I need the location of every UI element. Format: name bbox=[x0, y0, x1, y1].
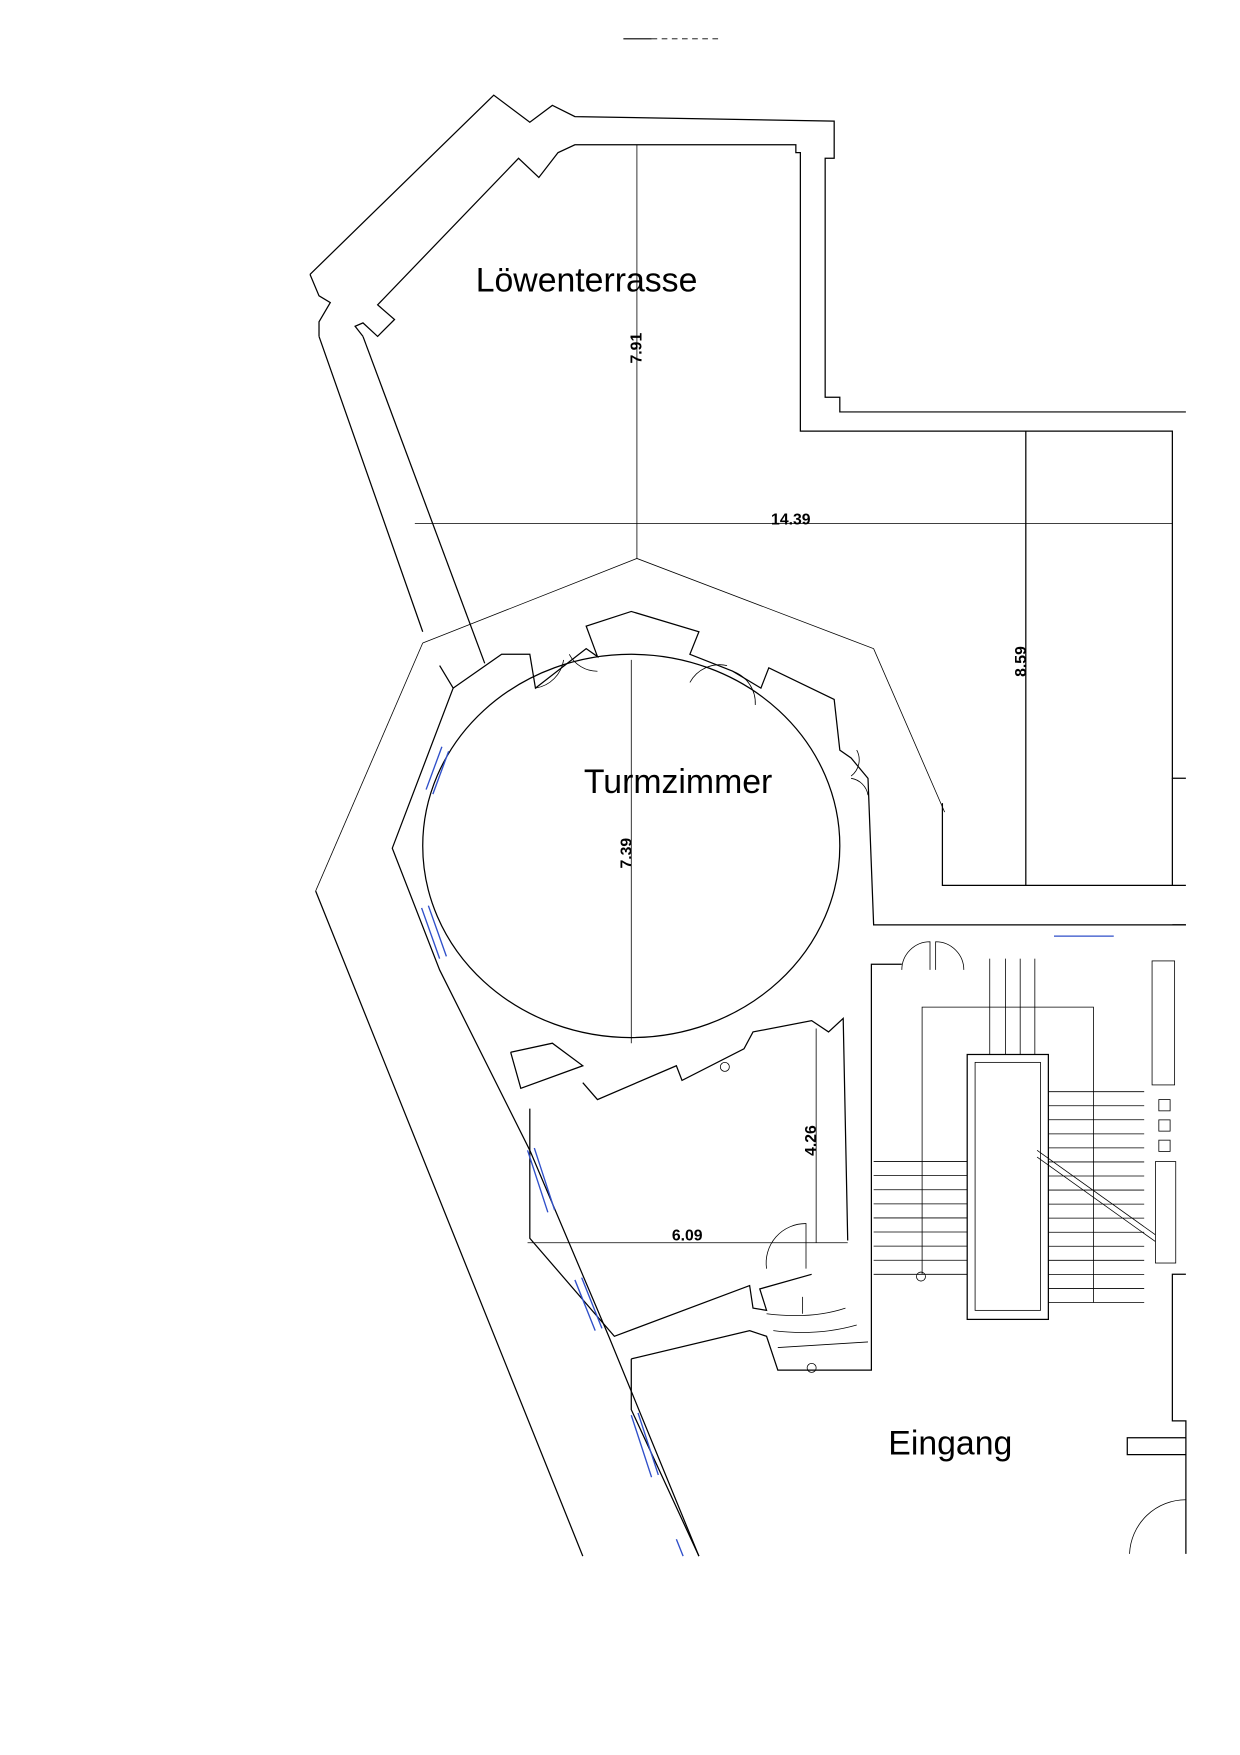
dimension-tower-diameter: 7.39 bbox=[618, 838, 635, 869]
room-label-turmzimmer: Turmzimmer bbox=[584, 763, 772, 801]
room-label-eingang: Eingang bbox=[888, 1425, 1012, 1463]
room-label-loewenterrasse: Löwenterrasse bbox=[476, 261, 698, 299]
terrace-walls bbox=[309, 94, 1186, 887]
dimension-terrace-depth: 7.91 bbox=[628, 333, 645, 364]
windows bbox=[420, 746, 1114, 1557]
dimension-lines bbox=[315, 144, 1173, 1244]
dimension-small-room-width: 6.09 bbox=[672, 1227, 703, 1244]
dimension-small-room-depth: 4.26 bbox=[803, 1125, 820, 1156]
tower-walls bbox=[315, 610, 1187, 1557]
dimension-terrace-width: 14.39 bbox=[771, 512, 811, 529]
stairs bbox=[719, 958, 1177, 1373]
doors bbox=[535, 654, 1186, 1554]
dimension-right-depth: 8.59 bbox=[1013, 646, 1030, 677]
